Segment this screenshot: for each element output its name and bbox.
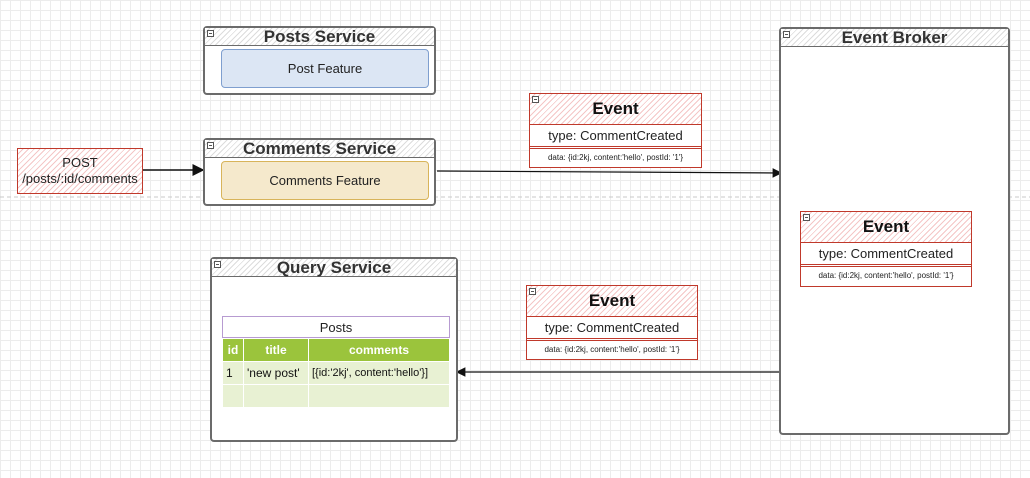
collapse-icon[interactable] <box>803 214 810 221</box>
posts-service-container[interactable]: Posts Service Post Feature <box>203 26 436 95</box>
posts-service-title: Posts Service <box>205 28 434 46</box>
comments-service-container[interactable]: Comments Service Comments Feature <box>203 138 436 206</box>
arrow-comments-to-broker <box>436 168 783 178</box>
collapse-icon[interactable] <box>207 30 214 37</box>
cell-title: 'new post' <box>243 361 309 385</box>
request-path: /posts/:id/comments <box>22 171 138 186</box>
table-row <box>222 384 450 408</box>
comments-feature-box[interactable]: Comments Feature <box>221 161 429 200</box>
collapse-icon[interactable] <box>214 261 221 268</box>
post-feature-box[interactable]: Post Feature <box>221 49 429 88</box>
column-header-comments: comments <box>308 338 450 362</box>
event-type: type: CommentCreated <box>801 243 971 267</box>
event-title: Event <box>801 212 971 243</box>
cell-id <box>222 384 244 408</box>
event-data: data: {id:2kj, content:'hello', postId: … <box>544 345 680 354</box>
request-method: POST <box>62 155 98 170</box>
event-title: Event <box>527 286 697 317</box>
query-service-title: Query Service <box>212 259 456 277</box>
post-feature-label: Post Feature <box>287 61 363 76</box>
event-broker-title: Event Broker <box>781 29 1008 47</box>
posts-table: Posts id title comments 1 'new post' [{i… <box>222 316 450 408</box>
collapse-icon[interactable] <box>529 288 536 295</box>
event-card-outgoing[interactable]: Event type: CommentCreated data: {id:2kj… <box>529 93 702 168</box>
comments-service-title: Comments Service <box>205 140 434 158</box>
column-header-title: title <box>243 338 309 362</box>
event-type: type: CommentCreated <box>530 125 701 149</box>
cell-comments: [{id:'2kj', content:'hello'}] <box>308 361 450 385</box>
table-header-row: id title comments <box>222 338 450 362</box>
collapse-icon[interactable] <box>532 96 539 103</box>
event-card-broker[interactable]: Event type: CommentCreated data: {id:2kj… <box>800 211 972 287</box>
event-card-incoming[interactable]: Event type: CommentCreated data: {id:2kj… <box>526 285 698 360</box>
event-title: Event <box>530 94 701 125</box>
posts-table-grid: id title comments 1 'new post' [{id:'2kj… <box>222 338 450 408</box>
cell-title <box>243 384 309 408</box>
column-header-id: id <box>222 338 244 362</box>
event-type: type: CommentCreated <box>527 317 697 341</box>
comments-feature-label: Comments Feature <box>269 173 381 188</box>
event-data: data: {id:2kj, content:'hello', postId: … <box>818 271 954 280</box>
table-row: 1 'new post' [{id:'2kj', content:'hello'… <box>222 361 450 385</box>
post-request-node[interactable]: POST /posts/:id/comments <box>17 148 143 194</box>
query-service-container[interactable]: Query Service Posts id title comments 1 … <box>210 257 458 442</box>
collapse-icon[interactable] <box>207 142 214 149</box>
cell-id: 1 <box>222 361 244 385</box>
event-data: data: {id:2kj, content:'hello', postId: … <box>547 153 684 162</box>
posts-table-name: Posts <box>222 316 450 338</box>
collapse-icon[interactable] <box>783 31 790 38</box>
cell-comments <box>308 384 450 408</box>
